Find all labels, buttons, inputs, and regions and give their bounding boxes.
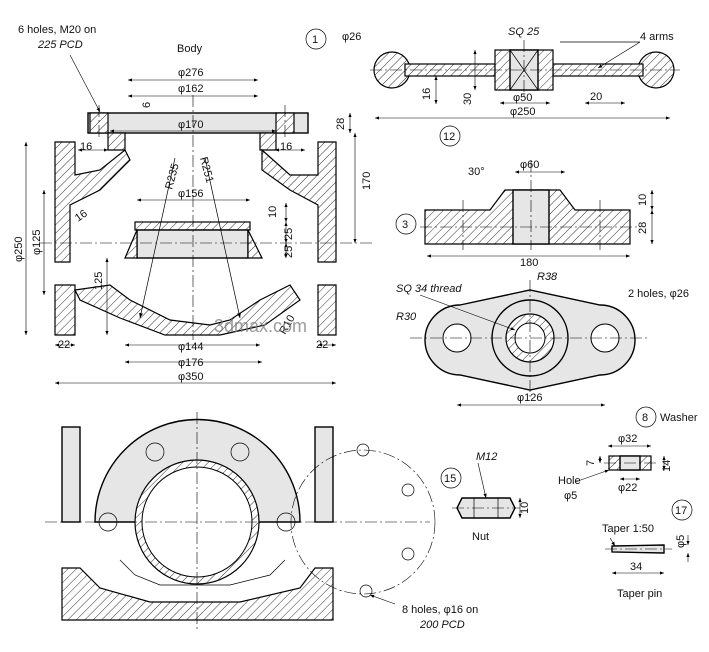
body-bottom-wall <box>74 284 301 336</box>
washer-title: Washer <box>660 412 698 424</box>
valve-seat <box>134 221 251 231</box>
dim-20: 20 <box>590 91 602 103</box>
balloon-1-label: 1 <box>312 34 318 46</box>
handwheel-view <box>370 40 680 120</box>
dim-d50: φ50 <box>513 92 532 104</box>
balloon-12 <box>439 125 461 147</box>
note-2-holes: 2 holes, φ26 <box>628 288 689 300</box>
nut-view <box>452 462 522 519</box>
dim-angle30: 30° <box>468 166 485 178</box>
balloon-8-label: 8 <box>642 412 648 424</box>
dim-10-gland: 10 <box>637 194 649 206</box>
note-hole: Hole <box>558 475 581 487</box>
body-plan-view <box>45 412 436 630</box>
dim-22-right: 22 <box>316 339 328 351</box>
dim-d350: φ350 <box>178 371 204 383</box>
dim-d126: φ126 <box>517 392 543 404</box>
dim-r251: R251 <box>197 156 215 185</box>
dim-28: 28 <box>335 118 347 130</box>
dim-125: 125 <box>93 272 105 290</box>
balloon-15-label: 15 <box>444 473 456 485</box>
balloon-15 <box>440 467 462 489</box>
body-title: Body <box>177 43 203 55</box>
balloon-8 <box>635 406 657 428</box>
balloon-12-label: 12 <box>443 131 455 143</box>
dim-d32: φ32 <box>618 433 637 445</box>
dim-d170: φ170 <box>178 119 204 131</box>
balloon-17-label: 17 <box>675 505 687 517</box>
holes6-note-line2: 225 PCD <box>37 39 83 51</box>
dim-25-lower: 25 <box>283 246 295 258</box>
dim-d26-wheel: φ26 <box>342 31 361 43</box>
note-sq34-thread: SQ 34 thread <box>396 283 462 295</box>
dim-28-gland: 28 <box>637 222 649 234</box>
note-4-arms: 4 arms <box>640 31 674 43</box>
nut-title: Nut <box>472 531 489 543</box>
dim-22-left: 22 <box>58 339 70 351</box>
watermark: 3dmax.com <box>214 316 307 336</box>
dim-r38: R38 <box>537 271 558 283</box>
dim-30: 30 <box>462 93 474 105</box>
note-8-holes-line1: 8 holes, φ16 on <box>402 604 478 616</box>
balloon-3 <box>395 213 417 235</box>
dim-d125: φ125 <box>31 230 43 256</box>
dim-sq25: SQ 25 <box>508 26 540 38</box>
dim-10-nut: 10 <box>519 502 531 514</box>
dim-7: 7 <box>585 460 597 466</box>
body-dimensions <box>24 54 357 385</box>
dim-170: 170 <box>361 172 373 190</box>
dim-6: 6 <box>141 102 153 108</box>
balloon-1 <box>305 28 327 50</box>
dim-d162: φ162 <box>178 83 204 95</box>
holes6-note-line1: 6 holes, M20 on <box>18 24 96 36</box>
washer-view <box>574 444 666 483</box>
dim-m12: M12 <box>476 451 497 463</box>
gland-top-view <box>410 280 650 407</box>
dim-d5-hole: φ5 <box>564 490 577 502</box>
dim-14: 14 <box>661 460 673 472</box>
dim-16-left: 16 <box>80 141 92 153</box>
dim-16-wheel: 16 <box>421 88 433 100</box>
dim-180: 180 <box>520 257 538 269</box>
dim-r235: R235 <box>163 162 181 191</box>
note-8-holes-line2: 200 PCD <box>419 619 465 631</box>
dim-d176: φ176 <box>178 357 204 369</box>
dim-d156: φ156 <box>178 188 204 200</box>
dim-r30: R30 <box>396 311 417 323</box>
body-section-view <box>40 95 375 340</box>
dim-16-right: 16 <box>280 141 292 153</box>
body-left-wall <box>54 141 131 263</box>
dim-16-diag: 16 <box>73 208 90 225</box>
dim-d60: φ60 <box>520 159 539 171</box>
dim-25-upper: 25 <box>283 228 295 240</box>
dim-34: 34 <box>630 561 642 573</box>
balloon-17 <box>671 499 693 521</box>
taper-pin-view <box>605 535 690 575</box>
gland-view <box>420 160 654 258</box>
body-top-flange <box>87 112 309 134</box>
balloon-3-label: 3 <box>402 219 408 231</box>
dim-d22: φ22 <box>618 482 637 494</box>
dim-d5-pin: φ5 <box>675 535 687 548</box>
dim-d250: φ250 <box>13 237 25 263</box>
taper-pin-title: Taper pin <box>617 588 662 600</box>
dim-d250-wheel: φ250 <box>510 106 536 118</box>
dim-d276: φ276 <box>178 67 204 79</box>
note-taper: Taper 1:50 <box>602 523 654 535</box>
dim-10: 10 <box>267 206 279 218</box>
body-right-wall <box>261 141 337 263</box>
dim-d144: φ144 <box>178 341 204 353</box>
